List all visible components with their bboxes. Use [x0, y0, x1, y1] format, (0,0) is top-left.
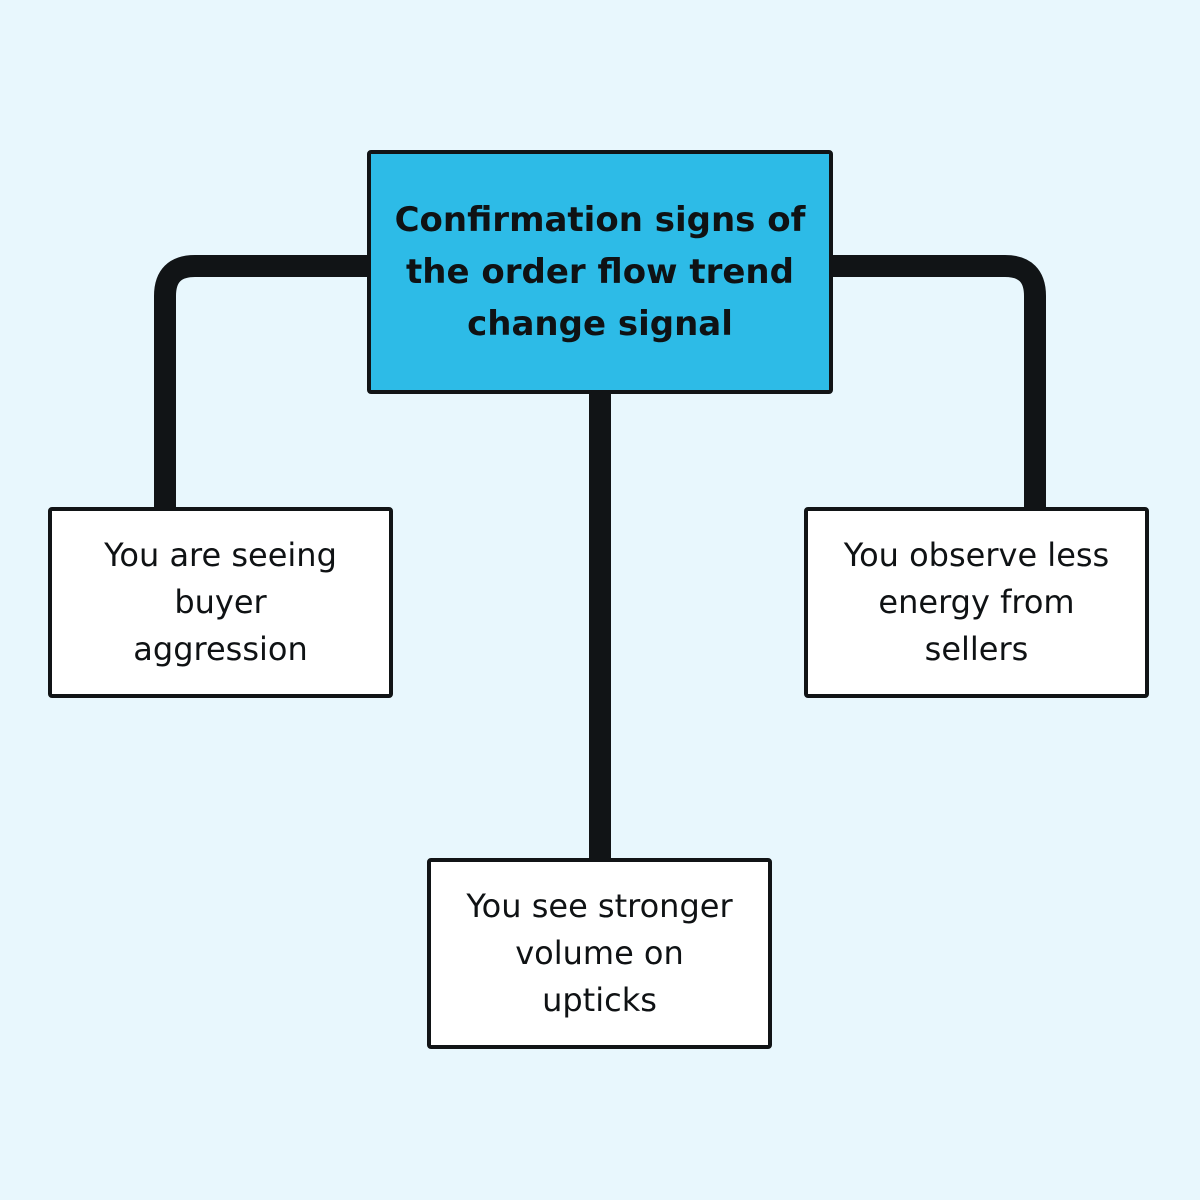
connector-right: [832, 255, 1046, 508]
child-label: You observe less energy from sellers: [843, 536, 1110, 668]
child-node-less-seller-energy: You observe less energy from sellers: [804, 507, 1149, 698]
child-label: You are seeing buyer aggression: [104, 536, 337, 668]
root-title: Confirmation signs of the order flow tre…: [394, 200, 806, 344]
connector-left: [154, 255, 368, 508]
child-label: You see stronger volume on upticks: [466, 887, 733, 1019]
child-node-buyer-aggression: You are seeing buyer aggression: [48, 507, 393, 698]
root-node: Confirmation signs of the order flow tre…: [367, 150, 833, 394]
child-node-stronger-volume: You see stronger volume on upticks: [427, 858, 772, 1049]
